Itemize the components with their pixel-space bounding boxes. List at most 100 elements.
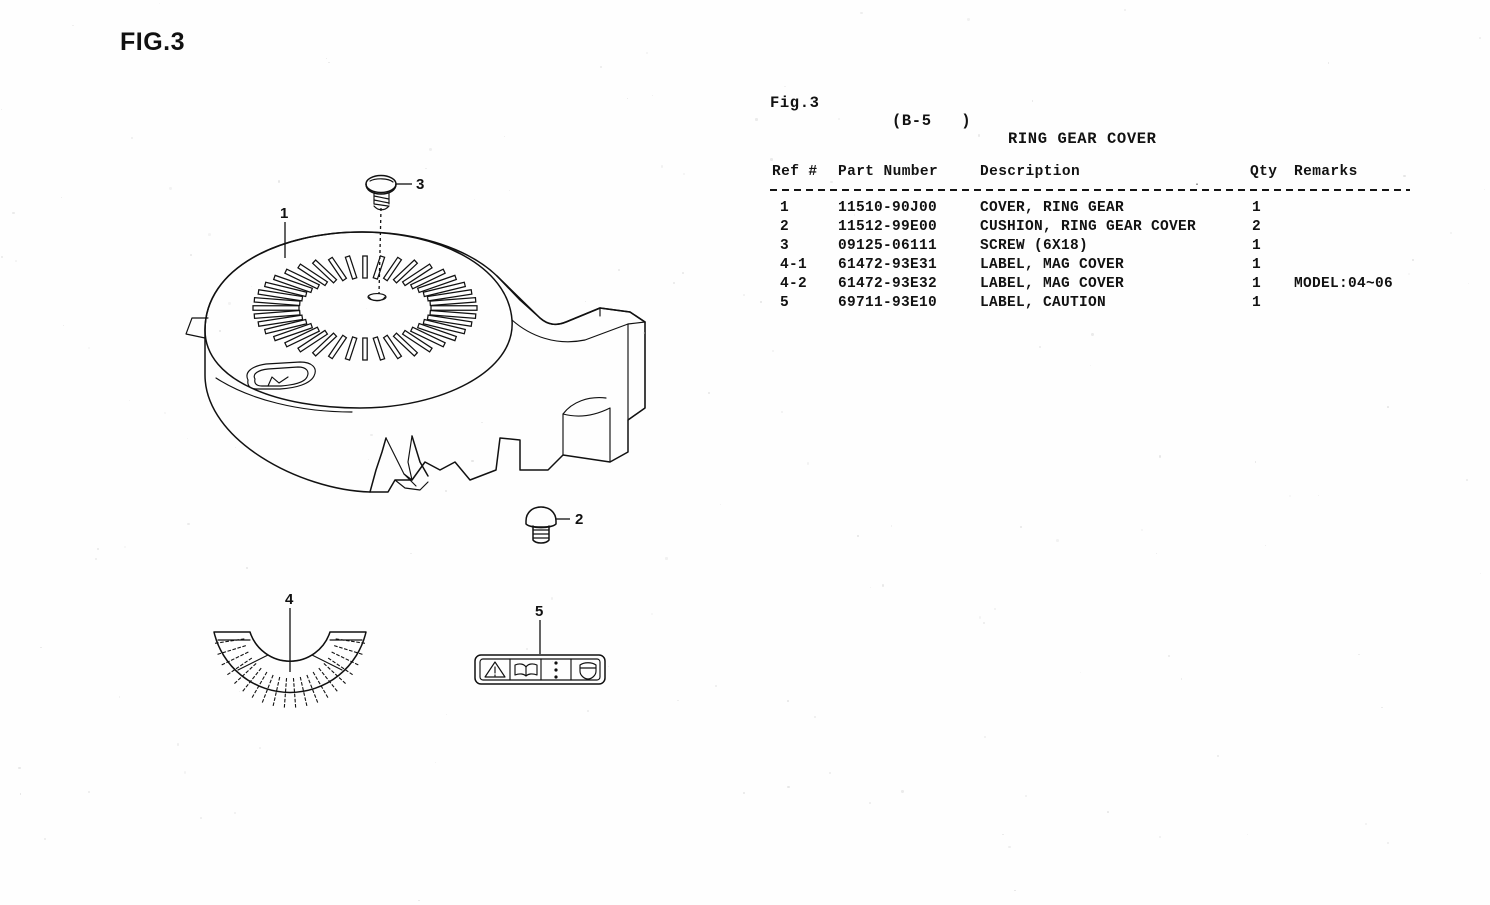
scan-speckle bbox=[787, 700, 790, 702]
scan-speckle bbox=[1141, 528, 1143, 531]
scan-speckle bbox=[1466, 479, 1468, 481]
scan-speckle bbox=[1014, 890, 1016, 892]
scan-speckle bbox=[742, 791, 746, 795]
scan-speckle bbox=[890, 525, 892, 527]
scan-speckle bbox=[1107, 811, 1109, 813]
cell-description: LABEL, CAUTION bbox=[980, 295, 1107, 311]
center-screw-hole bbox=[367, 293, 387, 302]
cell-qty: 1 bbox=[1252, 295, 1262, 311]
cell-description: LABEL, MAG COVER bbox=[980, 276, 1125, 292]
scan-speckle bbox=[978, 616, 982, 619]
scan-speckle bbox=[1358, 653, 1360, 656]
cell-part-number: 69711-93E10 bbox=[838, 295, 938, 311]
scan-speckle bbox=[1246, 833, 1248, 836]
column-header-qty: Qty bbox=[1250, 164, 1278, 180]
table-column-headers: Ref # Part Number Description Qty Remark… bbox=[770, 164, 1430, 186]
scan-speckle bbox=[1158, 455, 1162, 458]
scan-speckle bbox=[1386, 841, 1390, 845]
scan-speckle bbox=[1479, 37, 1481, 39]
screw-drawing: 3 bbox=[365, 174, 424, 295]
scan-speckle bbox=[869, 587, 871, 589]
cell-description: COVER, RING GEAR bbox=[980, 200, 1125, 216]
scan-speckle bbox=[1288, 494, 1292, 498]
scan-speckle bbox=[1254, 461, 1257, 463]
scan-speckle bbox=[1327, 62, 1330, 64]
figure-header: Fig.3 (B-5 ) RING GEAR COVER bbox=[770, 76, 1430, 148]
scan-speckle bbox=[1158, 835, 1161, 838]
column-header-ref: Ref # bbox=[772, 164, 818, 180]
cover-ring-gear-drawing bbox=[185, 231, 646, 493]
scan-speckle bbox=[967, 18, 970, 21]
parts-illustration: 1 3 2 bbox=[0, 0, 740, 905]
ventilation-slots bbox=[252, 255, 478, 361]
scan-speckle bbox=[787, 785, 790, 788]
scan-speckle bbox=[1468, 282, 1470, 285]
cell-description: LABEL, MAG COVER bbox=[980, 257, 1125, 273]
scan-speckle bbox=[1317, 494, 1319, 497]
callout-2-label: 2 bbox=[575, 511, 583, 528]
scan-speckle bbox=[1381, 706, 1383, 709]
scan-speckle bbox=[771, 349, 774, 352]
scan-speckle bbox=[1056, 539, 1060, 542]
scan-speckle bbox=[982, 622, 985, 625]
warning-triangle-icon bbox=[484, 661, 506, 678]
cell-qty: 1 bbox=[1252, 238, 1262, 254]
scan-speckle bbox=[1091, 333, 1094, 336]
scan-speckle bbox=[1386, 405, 1389, 408]
figure-number: Fig.3 bbox=[770, 94, 820, 112]
vertical-dots-icon bbox=[554, 661, 558, 679]
callout-1-label: 1 bbox=[280, 205, 288, 222]
scan-speckle bbox=[1002, 834, 1004, 836]
cell-part-number: 61472-93E31 bbox=[838, 257, 938, 273]
cell-ref: 2 bbox=[780, 219, 790, 235]
scan-speckle bbox=[781, 410, 784, 413]
column-header-part-number: Part Number bbox=[838, 164, 939, 180]
scan-speckle bbox=[806, 462, 809, 465]
scan-speckle bbox=[1019, 525, 1022, 528]
table-row: 5 69711-93E10 LABEL, CAUTION 1 bbox=[770, 295, 1430, 314]
scan-speckle bbox=[1025, 794, 1028, 797]
callout-1: 1 bbox=[280, 205, 288, 258]
callout-3-label: 3 bbox=[416, 176, 424, 193]
parts-table-body: 1 11510-90J00 COVER, RING GEAR 1 2 11512-99E0… bbox=[770, 200, 1430, 314]
group-code: (B-5 ) bbox=[892, 112, 972, 130]
open-book-icon bbox=[514, 663, 538, 677]
scan-speckle bbox=[984, 736, 986, 738]
scan-speckle bbox=[828, 772, 831, 775]
callout-4-label: 4 bbox=[285, 591, 294, 608]
cell-qty: 1 bbox=[1252, 200, 1262, 216]
cell-description: CUSHION, RING GEAR COVER bbox=[980, 219, 1197, 235]
scan-speckle bbox=[755, 118, 758, 121]
cell-ref: 5 bbox=[780, 295, 790, 311]
table-row: 1 11510-90J00 COVER, RING GEAR 1 bbox=[770, 200, 1430, 219]
cell-part-number: 61472-93E32 bbox=[838, 276, 938, 292]
scan-speckle bbox=[760, 301, 762, 303]
scan-speckle bbox=[1038, 345, 1041, 348]
label-mag-cover-drawing: 4 bbox=[213, 591, 367, 708]
scan-speckle bbox=[1090, 364, 1092, 366]
scan-speckle bbox=[1008, 845, 1011, 848]
figure-title: RING GEAR COVER bbox=[1008, 130, 1157, 148]
scan-speckle bbox=[1216, 754, 1219, 758]
scan-speckle bbox=[869, 802, 872, 805]
cell-part-number: 11510-90J00 bbox=[838, 200, 938, 216]
cover-recess bbox=[246, 361, 316, 390]
scan-speckle bbox=[1123, 8, 1127, 12]
scan-speckle bbox=[1484, 189, 1486, 191]
cell-qty: 2 bbox=[1252, 219, 1262, 235]
scan-speckle bbox=[1364, 823, 1367, 826]
scan-speckle bbox=[1265, 545, 1267, 547]
cell-part-number: 11512-99E00 bbox=[838, 219, 938, 235]
scan-speckle bbox=[901, 790, 904, 793]
parts-list-panel: Fig.3 (B-5 ) RING GEAR COVER Ref # Part … bbox=[770, 76, 1430, 314]
scan-speckle bbox=[1167, 654, 1171, 658]
scan-speckle bbox=[1180, 678, 1182, 680]
scan-speckle bbox=[1449, 231, 1453, 234]
scan-speckle bbox=[882, 584, 885, 587]
cell-ref: 1 bbox=[780, 200, 790, 216]
cell-qty: 1 bbox=[1252, 276, 1262, 292]
cell-part-number: 09125-06111 bbox=[838, 238, 938, 254]
